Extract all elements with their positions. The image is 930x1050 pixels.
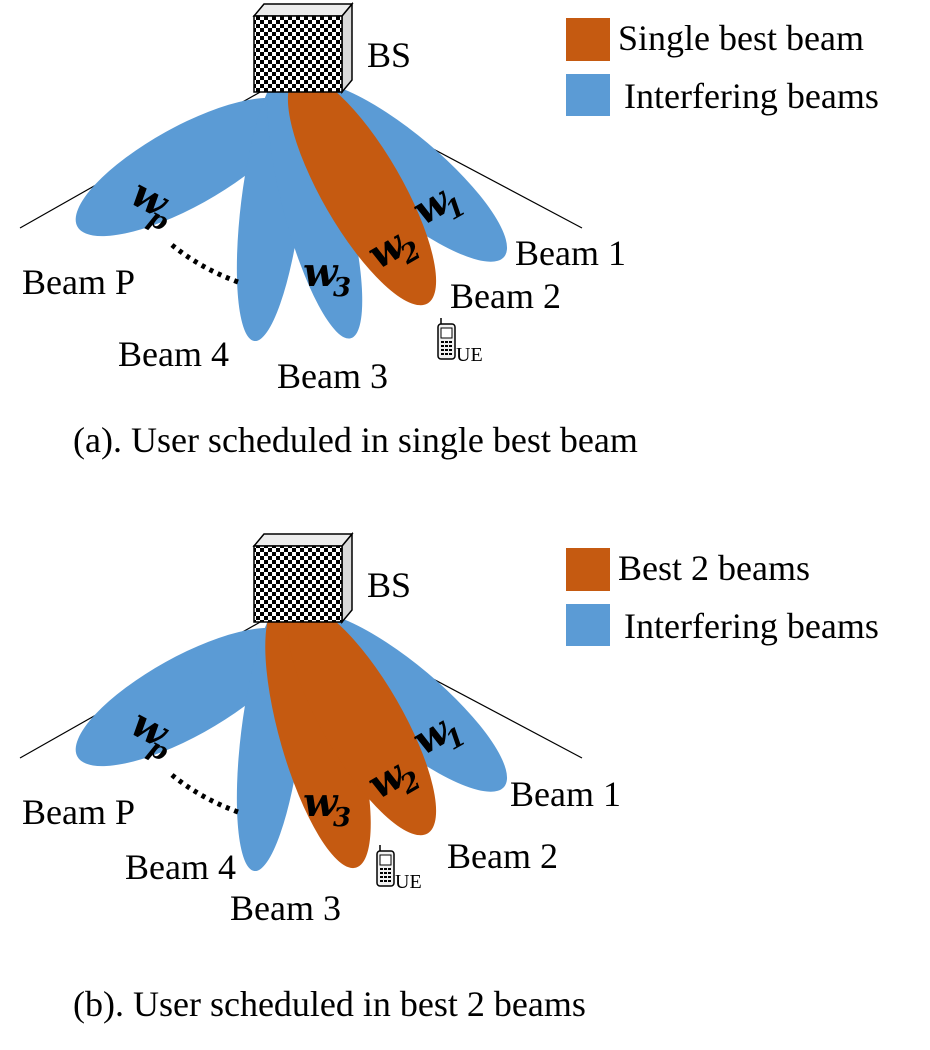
beam-p-lobe [75,627,295,767]
beam-2-label: Beam 2 [447,836,558,876]
bs-label: BS [367,565,411,605]
svg-text:w: w [303,779,339,826]
ue-phone-icon [437,318,456,360]
ue-label: UE [395,871,422,893]
weight-w3: w 3 [303,779,351,833]
beam-3-lobe [267,71,363,339]
beam-2-lobe-best [287,74,437,306]
beam-4-label: Beam 4 [118,334,229,374]
more-beams-ellipsis [170,243,239,285]
legend-interfering-label: Interfering beams [624,606,879,646]
svg-text:w: w [303,249,339,296]
beam-2-label: Beam 2 [450,276,561,316]
beam-1-label: Beam 1 [515,233,626,273]
bs-antenna [252,531,354,625]
more-beams-ellipsis [170,773,239,815]
svg-text:3: 3 [333,273,351,303]
legend-interfering-swatch [566,74,610,116]
legend-best-swatch [566,18,610,61]
panel-a: BS Single best beam Interfering beams w … [19,1,879,460]
best-beams [265,601,437,869]
beam-4-label: Beam 4 [125,847,236,887]
beam-3-label: Beam 3 [230,888,341,928]
beam-p-label: Beam P [22,792,135,832]
beam-3-lobe-best [265,601,371,869]
svg-text:3: 3 [333,803,351,833]
beam-3-label: Beam 3 [277,356,388,396]
beam-1-label: Beam 1 [510,774,621,814]
ue-label: UE [456,344,483,366]
caption-a: (a). User scheduled in single best beam [73,420,638,460]
legend-interfering-label: Interfering beams [624,76,879,116]
panel-b: BS Best 2 beams Interfering beams w p w … [19,531,879,1024]
beam-2-lobe-best [287,604,437,836]
ue-phone-icon [376,845,395,887]
bs-label: BS [367,35,411,75]
legend-interfering-swatch [566,604,610,646]
caption-b: (b). User scheduled in best 2 beams [73,984,586,1024]
legend-best-label: Best 2 beams [618,548,810,588]
legend-best-swatch [566,548,610,591]
beam-p-lobe [75,97,295,237]
weight-w3: w 3 [303,249,351,303]
beam-p-label: Beam P [22,262,135,302]
legend-best-label: Single best beam [618,18,864,58]
bs-antenna [252,1,354,95]
